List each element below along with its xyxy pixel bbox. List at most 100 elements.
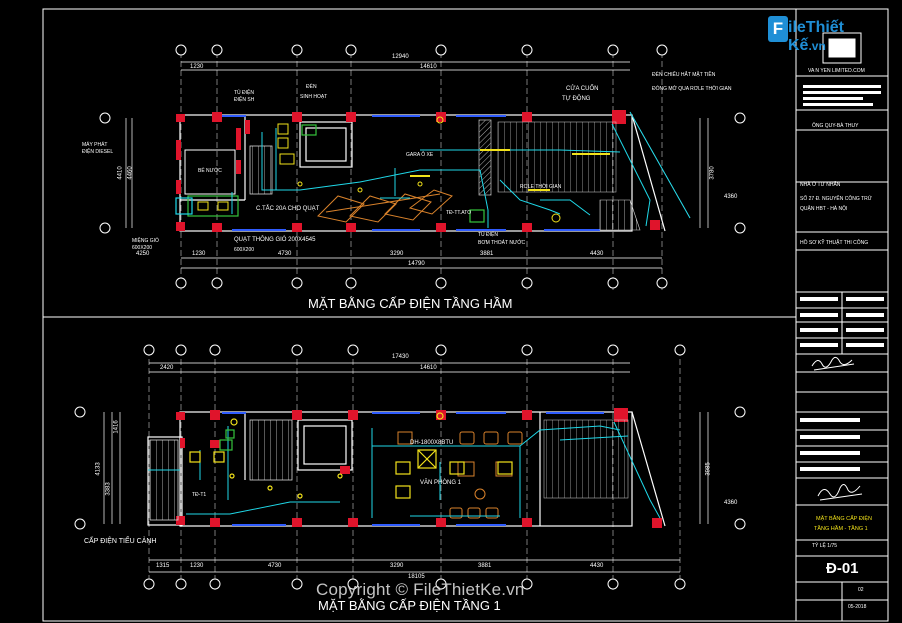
lower-ramp [543,419,629,499]
lower-dim-lines [103,362,709,573]
upper-windows [222,115,600,231]
label-den-chieu: ĐÈN CHIẾU HẮT MẶT TIỀN [652,72,716,78]
upper-dim-bottom-total: 14790 [408,261,425,267]
lower-light-fixtures [189,412,513,499]
label-mieng-gio: MIỆNG GIÓ [132,238,159,244]
lower-windows [222,412,604,526]
upper-plan-title: MẶT BẰNG CẤP ĐIỆN TẦNG HẦM [308,296,513,311]
upper-green-equipment [301,124,485,223]
label-cong-tac: C.TẮC 20A CHO QUẠT [256,206,320,212]
upper-ramp-2 [599,199,641,231]
logo-text: ileThiết Kế.vn [788,19,882,55]
label-den: ĐÈN [306,84,317,90]
upper-dim-top-left: 1230 [190,64,204,70]
upper-axis-bubbles [99,44,746,289]
label-td-tato: TĐ-TT.ATO [446,210,472,216]
upper-dim-left-1: 4410 [117,166,124,180]
lower-dim-bottom-1: 1315 [156,563,170,569]
lower-dim-bottom-3: 4730 [268,563,282,569]
logo-rest-text: ileThiết Kế [788,19,845,54]
lower-dim-left-2: 3383 [105,482,112,496]
upper-dim-bottom-5: 4430 [590,251,604,257]
label-be-nuoc: BỂ NƯỚC [198,168,222,174]
lower-dim-bottom-total: 18105 [408,574,425,580]
label-may-phat: MÁY PHÁT [82,142,108,148]
label-mieng-gio-size: 600X200 [132,245,153,251]
upper-dim-right-1: 4360 [724,194,738,200]
logo-f-box: F [768,16,788,42]
lower-columns [176,408,662,528]
label-dien-diesel: ĐIỆN DIESEL [82,149,114,155]
lower-left-stair [149,439,179,521]
upper-ramp [497,121,617,193]
label-dh: DH-1800X8BTU [410,440,454,446]
upper-dim-right-2: 3780 [709,166,716,180]
title-block-frame [796,75,888,621]
title-block-bars [800,85,884,471]
company-logo-mark [822,32,862,64]
upper-wiring [231,111,691,228]
lower-dim-bottom-4: 3290 [390,563,404,569]
upper-dim-left-2: 4460 [127,166,134,180]
lower-dim-right-1: 3985 [705,462,712,476]
lower-dim-bottom-6: 4430 [590,563,604,569]
sheet-number: Đ-01 [826,560,859,577]
lower-dim-bottom-2: 1230 [190,563,204,569]
upper-dim-bottom-1: 1230 [192,251,206,257]
lower-dim-right-2: 4360 [724,500,738,506]
label-sinh-hoat: SINH HOẠT [300,94,328,100]
upper-hatched-wall [478,119,492,196]
lower-wiring [148,421,661,519]
sheet-title-2: TẦNG HẦM - TẦNG 1 [814,526,868,532]
lower-dim-top-total: 17430 [392,354,409,360]
upper-light-fixtures [197,116,610,223]
label-tu-dien-bom: TỦ ĐIỆN [478,232,498,238]
filethietke-logo: F ileThiết Kế.vn [768,16,882,54]
upper-generator-room [184,149,236,195]
signature-1 [811,356,855,371]
upper-dim-bottom-3: 3290 [390,251,404,257]
lower-dim-left-1: 4133 [95,462,102,476]
upper-generator-2 [175,197,193,215]
label-van-phong: VĂN PHÒNG 1 [420,480,462,486]
label-gara: GARA Ô XE [406,152,434,158]
label-cua-cuon: CỬA CUỐN [566,86,599,92]
upper-columns [176,110,660,232]
upper-plan [99,44,746,290]
upper-generator [187,195,239,217]
label-dong-mo: ĐÓNG MỞ QUA RƠLE THỜI GIAN [652,86,732,92]
upper-dim-bottom-2: 4730 [278,251,292,257]
project-line-1: NHÀ Ở TƯ NHÂN [800,182,841,188]
upper-dim-top-inner: 14610 [420,64,437,70]
upper-dim-bottom-left: 4250 [136,251,150,257]
lower-dim-top-left: 2420 [160,365,174,371]
sheet-frame [42,8,889,622]
sheet-title-1: MẶT BẰNG CẤP ĐIỆN [816,516,873,522]
lower-axis-bubbles [74,344,746,590]
upper-dim-top-total: 12940 [392,54,409,60]
lower-furniture [397,431,523,519]
label-cap-dien-tieu-canh: CẤP ĐIỆN TIỂU CẢNH [84,538,157,545]
scale-label: TỶ LỆ 1/75 [812,543,838,549]
logo-vn-text: .vn [808,39,826,53]
upper-stair [249,145,273,195]
lower-plan-title: MẶT BẰNG CẤP ĐIỆN TẦNG 1 [318,598,501,613]
sheet-date: 05-2018 [848,604,867,610]
lower-dim-top-inner: 14610 [420,365,437,371]
lower-dim-bottom-5: 3881 [478,563,492,569]
lower-stair [249,419,293,481]
sheet-title-band [797,506,887,539]
label-quat-size: 600X200 [234,247,255,253]
copyright-watermark: Copyright © FileThietKe.vn [316,580,525,599]
upper-cars [316,189,453,223]
project-line-2: SỐ 27 Đ. NGUYỄN CÔNG TRỨ [800,196,872,202]
company-web: VA N YEN LIMITED.COM [808,68,865,74]
signature-2 [817,484,863,501]
label-tu-dong: TỰ ĐỘNG [562,96,591,102]
label-role-thoi-gian: RƠLE THỜI GIAN [520,184,562,190]
owner-label: ÔNG QUY-BÀ THUY [812,123,859,129]
label-dien-sh: ĐIỆN SH [234,97,255,103]
label-tu-dien-sh: TỦ ĐIỆN [234,90,254,96]
label-bom-thoat-nuoc: BƠM THOÁT NƯỚC [478,240,526,246]
